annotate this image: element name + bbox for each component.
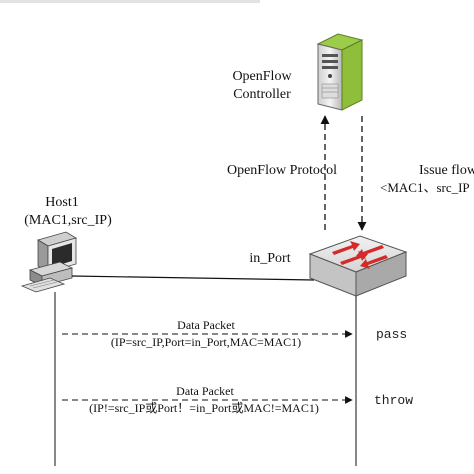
packet-2-detail: (IP!=src_IP或Port！=in_Port或MAC!=MAC1) xyxy=(89,401,319,415)
host-params-label: (MAC1,src_IP) xyxy=(24,213,112,228)
openflow-protocol-label: OpenFlow Protocol xyxy=(227,163,337,178)
issue-flow-label-line1: Issue flow xyxy=(419,163,474,178)
issue-flow-label-line2: <MAC1、src_IP xyxy=(380,180,470,195)
packet-2-action: throw xyxy=(374,393,413,408)
openflow-switch-icon xyxy=(308,235,408,297)
controller-server-icon xyxy=(316,33,364,111)
host-switch-link xyxy=(71,275,315,281)
packet-1-title: Data Packet xyxy=(177,318,235,332)
cropped-caption-remnant xyxy=(0,0,260,3)
controller-label-line1: OpenFlow xyxy=(232,69,292,84)
controller-label-line2: Controller xyxy=(233,87,291,102)
packet-2-title: Data Packet xyxy=(176,384,234,398)
packet-1-action: pass xyxy=(376,327,407,342)
in-port-label: in_Port xyxy=(249,251,290,266)
host-name-label: Host1 xyxy=(45,195,78,210)
host-computer-icon xyxy=(20,231,77,293)
packet-1-detail: (IP=src_IP,Port=in_Port,MAC=MAC1) xyxy=(111,335,301,349)
